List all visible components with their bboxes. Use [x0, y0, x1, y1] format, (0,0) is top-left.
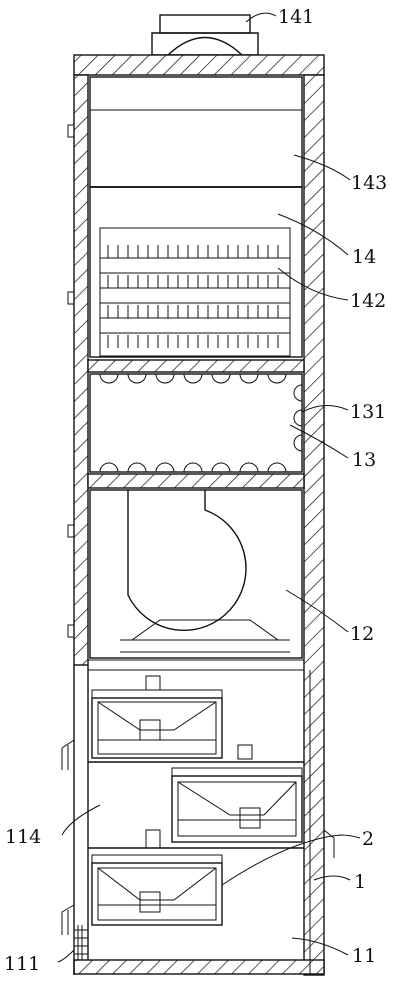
label-1: 1 — [354, 871, 366, 893]
reference-labels: 141 143 14 142 131 13 12 114 2 1 111 11 — [4, 6, 387, 975]
label-2: 2 — [362, 828, 374, 850]
label-143: 143 — [351, 172, 387, 194]
module-13 — [89, 373, 303, 473]
label-11: 11 — [352, 945, 376, 967]
tray-1 — [91, 675, 223, 759]
label-13: 13 — [352, 449, 376, 471]
filter-stack-142 — [99, 227, 291, 357]
top-cap — [151, 14, 259, 56]
housing-walls — [73, 54, 325, 976]
tray-3 — [91, 829, 223, 926]
label-12: 12 — [350, 623, 374, 645]
tray-2 — [171, 744, 303, 843]
leader-lines — [57, 12, 361, 963]
label-14: 14 — [352, 246, 376, 268]
label-141: 141 — [278, 6, 314, 28]
hinges — [61, 124, 335, 935]
module-14 — [89, 76, 303, 358]
module-11 — [74, 670, 311, 975]
grille-111 — [74, 925, 88, 960]
label-111: 111 — [4, 953, 40, 975]
module-12 — [89, 489, 303, 659]
label-114: 114 — [5, 826, 41, 848]
label-131: 131 — [350, 401, 386, 423]
label-142: 142 — [350, 290, 386, 312]
